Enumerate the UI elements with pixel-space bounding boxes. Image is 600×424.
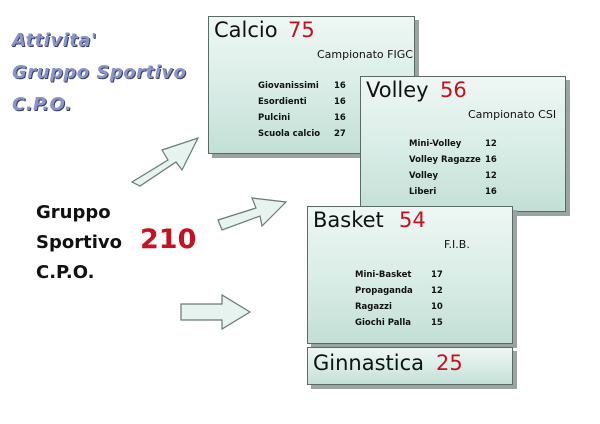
calcio-row-value: 16 [334,113,346,123]
basket-row-value: 17 [431,270,443,280]
volley-row-label: Mini-Volley [409,139,462,149]
basket-row-value: 15 [431,318,443,328]
volley-row-value: 16 [485,155,497,165]
calcio-row-value: 27 [334,129,346,139]
card-volley-count: 56 [440,78,467,102]
calcio-row-value: 16 [334,97,346,107]
card-calcio-name: Calcio [214,18,278,42]
arrow-to-basket-icon [180,293,252,331]
volley-row-label: Volley Ragazze [409,155,481,165]
volley-row-value: 12 [485,171,497,181]
volley-row-label: Volley [409,171,439,181]
group-total: 210 [140,224,197,255]
title-line-3: C.P.O. [12,94,73,115]
title-line-2: Gruppo Sportivo [12,62,187,83]
volley-row-value: 12 [485,139,497,149]
group-label-line-2: Sportivo [36,232,122,253]
calcio-row-label: Pulcini [258,113,291,123]
calcio-row-label: Esordienti [258,97,307,107]
card-basket-count: 54 [399,208,426,232]
basket-row-label: Ragazzi [355,302,392,312]
basket-row-label: Propaganda [355,286,413,296]
card-volley: Volley 56 Campionato CSI Mini-Volley 12 … [360,76,566,212]
card-calcio-subtitle: Campionato FIGC [317,48,413,61]
calcio-row-value: 16 [334,81,346,91]
card-calcio-count: 75 [288,18,315,42]
card-ginnastica-count: 25 [436,351,463,375]
card-ginnastica: Ginnastica 25 [307,347,513,385]
volley-row-value: 16 [485,187,497,197]
calcio-row-label: Scuola calcio [258,129,321,139]
basket-row-label: Mini-Basket [355,270,412,280]
card-volley-subtitle: Campionato CSI [468,108,557,121]
card-basket-name: Basket [313,208,384,232]
group-label-line-1: Gruppo [36,202,111,223]
basket-row-value: 12 [431,286,443,296]
basket-row-value: 10 [431,302,443,312]
card-basket-subtitle: F.I.B. [444,238,470,251]
volley-row-label: Liberi [409,187,437,197]
title-line-1: Attivita' [12,30,97,51]
arrow-to-volley-icon [217,197,288,231]
card-volley-name: Volley [366,78,429,102]
group-label-line-3: C.P.O. [36,262,95,283]
card-basket: Basket 54 F.I.B. Mini-Basket 17 Propagan… [307,206,513,344]
arrow-to-calcio-icon [130,136,200,187]
card-ginnastica-name: Ginnastica [313,351,425,375]
basket-row-label: Giochi Palla [355,318,411,328]
calcio-row-label: Giovanissimi [258,81,319,91]
